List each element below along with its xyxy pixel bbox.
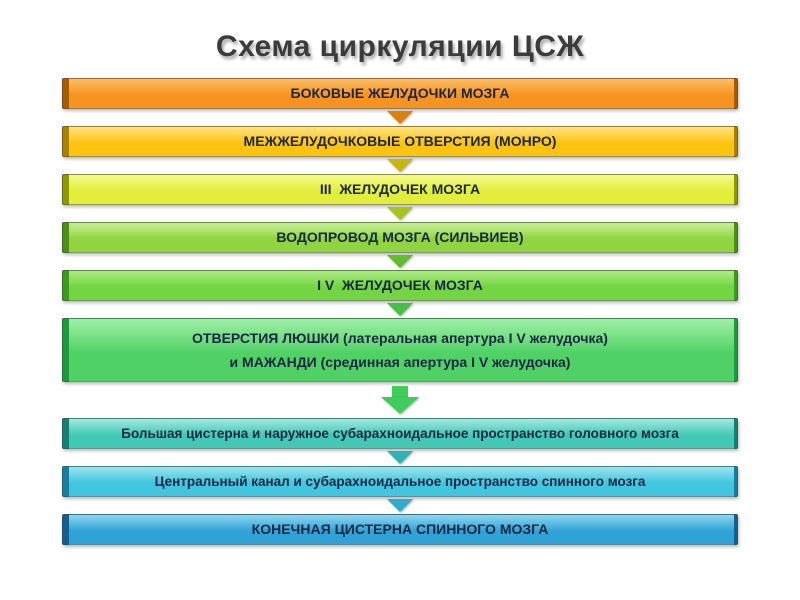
step-central-canal-spinal-subarachnoid: Центральный канал и субарахноидальное пр… bbox=[62, 466, 738, 497]
flow-diagram: БОКОВЫЕ ЖЕЛУДОЧКИ МОЗГА МЕЖЖЕЛУДОЧКОВЫЕ … bbox=[62, 78, 738, 545]
down-arrow-icon bbox=[387, 449, 413, 466]
down-arrow-head bbox=[387, 159, 413, 172]
step-label: МЕЖЖЕЛУДОЧКОВЫЕ ОТВЕРСТИЯ (МОНРО) bbox=[243, 133, 557, 150]
step-interventricular-foramina: МЕЖЖЕЛУДОЧКОВЫЕ ОТВЕРСТИЯ (МОНРО) bbox=[62, 126, 738, 157]
down-arrow-icon bbox=[387, 109, 413, 126]
down-arrow-large-icon bbox=[381, 382, 419, 418]
down-arrow-icon bbox=[387, 301, 413, 318]
down-arrow-icon bbox=[387, 205, 413, 222]
step-label: КОНЕЧНАЯ ЦИСТЕРНА СПИННОГО МОЗГА bbox=[251, 521, 549, 538]
diagram-title: Схема циркуляции ЦСЖ bbox=[215, 30, 585, 63]
down-arrow-head bbox=[381, 397, 419, 414]
down-arrow-icon bbox=[387, 253, 413, 270]
down-arrow-head bbox=[387, 303, 413, 316]
step-third-ventricle: III ЖЕЛУДОЧЕК МОЗГА bbox=[62, 174, 738, 205]
step-label: Центральный канал и субарахноидальное пр… bbox=[154, 473, 646, 489]
step-label: БОКОВЫЕ ЖЕЛУДОЧКИ МОЗГА bbox=[290, 85, 510, 102]
down-arrow-head bbox=[387, 499, 413, 512]
step-label: III ЖЕЛУДОЧЕК МОЗГА bbox=[319, 181, 481, 198]
down-arrow-head bbox=[387, 207, 413, 220]
down-arrow-head bbox=[387, 451, 413, 464]
down-arrow-head bbox=[387, 255, 413, 268]
step-label: ВОДОПРОВОД МОЗГА (СИЛЬВИЕВ) bbox=[276, 229, 524, 246]
step-cerebral-aqueduct: ВОДОПРОВОД МОЗГА (СИЛЬВИЕВ) bbox=[62, 222, 738, 253]
down-arrow-stem bbox=[392, 386, 408, 397]
step-cisterna-magna-subarachnoid: Большая цистерна и наружное субарахноида… bbox=[62, 418, 738, 449]
step-label-line2: и МАЖАНДИ (срединная апертура I V желудо… bbox=[229, 353, 571, 370]
step-label: Большая цистерна и наружное субарахноида… bbox=[121, 425, 679, 441]
step-lateral-ventricles: БОКОВЫЕ ЖЕЛУДОЧКИ МОЗГА bbox=[62, 78, 738, 109]
step-fourth-ventricle: I V ЖЕЛУДОЧЕК МОЗГА bbox=[62, 270, 738, 301]
down-arrow-icon bbox=[387, 497, 413, 514]
step-label-line1: ОТВЕРСТИЯ ЛЮШКИ (латеральная апертура I … bbox=[192, 330, 608, 347]
down-arrow-head bbox=[387, 111, 413, 124]
step-terminal-cistern: КОНЕЧНАЯ ЦИСТЕРНА СПИННОГО МОЗГА bbox=[62, 514, 738, 545]
step-luschka-magendie-apertures: ОТВЕРСТИЯ ЛЮШКИ (латеральная апертура I … bbox=[62, 318, 738, 382]
step-label: I V ЖЕЛУДОЧЕК МОЗГА bbox=[317, 277, 483, 294]
down-arrow-icon bbox=[387, 157, 413, 174]
